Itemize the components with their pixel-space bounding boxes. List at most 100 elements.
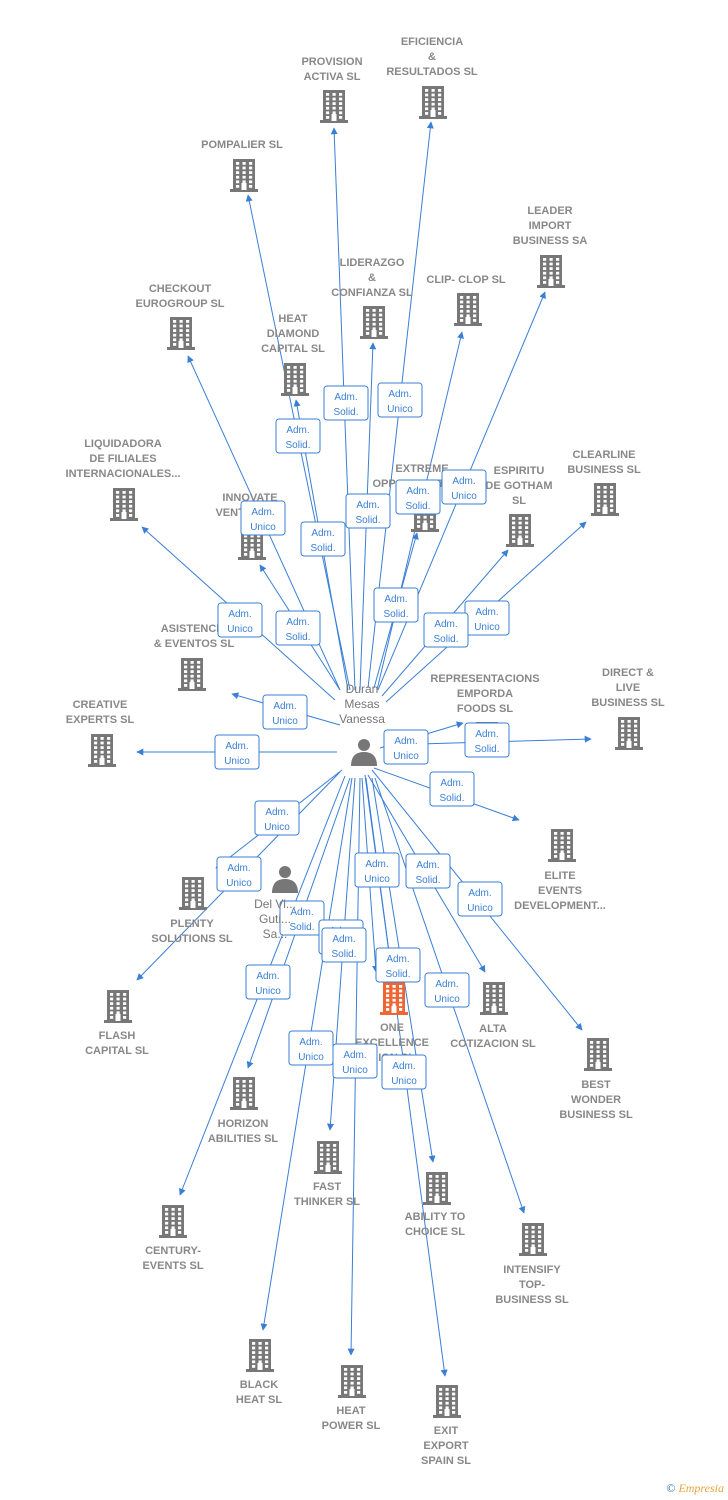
role-badge[interactable]: Adm.Unico: [377, 382, 423, 418]
company-node-clipclop[interactable]: CLIP- CLOP SL: [426, 274, 506, 326]
building-window: [512, 517, 516, 520]
role-badge[interactable]: Adm.Solid.: [275, 418, 321, 454]
role-badge[interactable]: Adm.Unico: [245, 964, 291, 1000]
building-window: [242, 1084, 246, 1088]
role-badge[interactable]: Adm.Unico: [464, 600, 510, 636]
building-window: [525, 1235, 529, 1238]
building-window: [265, 1351, 269, 1354]
building-window: [179, 333, 183, 337]
company-label-line: EVENTS SL: [142, 1260, 203, 1272]
role-badge[interactable]: Adm.Unico: [424, 972, 470, 1008]
building-window: [190, 679, 194, 683]
role-badge[interactable]: Adm.Unico: [262, 694, 308, 730]
building-door: [602, 507, 608, 514]
role-badge[interactable]: Adm. Solid.: [395, 479, 441, 515]
building-window: [197, 661, 201, 664]
building-window: [560, 850, 564, 854]
company-node-asistencia[interactable]: ASISTENCIA& EVENTOS SL: [154, 623, 235, 691]
copyright-credit[interactable]: © Empresia: [666, 1481, 724, 1496]
company-node-pompalier[interactable]: POMPALIER SL: [201, 139, 283, 192]
role-badge-text: Adm.: [406, 486, 429, 497]
role-badge[interactable]: Adm.Solid.: [423, 612, 469, 648]
company-label-line: IMPORT: [529, 220, 572, 232]
secondary-person-node[interactable]: Del Vi...Guti...Sa...: [254, 866, 298, 941]
company-label-line: CONFIANZA SL: [331, 287, 413, 299]
building-door: [559, 853, 565, 860]
role-badge[interactable]: Adm.Unico: [457, 881, 503, 917]
role-badge-text: Unico: [393, 751, 419, 762]
building-window: [326, 1157, 330, 1161]
company-node-liderazgo[interactable]: LIDERAZGO&CONFIANZA SL: [331, 257, 413, 339]
building-window: [366, 309, 370, 312]
role-badge[interactable]: Adm.Unico: [354, 852, 400, 888]
role-badge[interactable]: Adm.Unico: [332, 1043, 378, 1079]
role-badge-box: [405, 853, 451, 889]
company-node-eficiencia[interactable]: EFICIENCIA&RESULTADOS SL: [386, 36, 478, 119]
role-badge-text: Adm.: [386, 954, 409, 965]
company-node-elite[interactable]: ELITEEVENTSDEVELOPMENT...: [514, 829, 606, 912]
role-badge-text: Solid.: [405, 501, 430, 512]
role-badge-box: [395, 479, 441, 515]
role-badge[interactable]: Adm.Solid.: [279, 900, 325, 936]
role-badge[interactable]: Adm.Solid.: [405, 853, 451, 889]
building-base: [246, 1369, 274, 1372]
role-badge-box: [332, 1043, 378, 1079]
company-label-line: CLEARLINE: [573, 449, 636, 461]
building-window: [525, 1230, 529, 1234]
role-badge[interactable]: Adm.Unico: [383, 729, 429, 765]
building-window: [357, 1386, 361, 1390]
building-window: [258, 1355, 262, 1359]
role-badge[interactable]: Adm.Solid.: [321, 927, 367, 963]
role-badge[interactable]: Adm.Solid.: [375, 947, 421, 983]
role-badge[interactable]: Adm.Unico: [254, 800, 300, 836]
role-badge[interactable]: Adm.Unico: [240, 500, 286, 536]
role-badge[interactable]: Adm.Solid.: [323, 385, 369, 421]
role-badge[interactable]: Adm.Solid.: [345, 493, 391, 529]
role-badge[interactable]: Adm.Unico: [441, 469, 487, 505]
role-badge[interactable]: Adm.Solid.: [464, 722, 510, 758]
building-window: [332, 102, 336, 105]
role-badge[interactable]: Adm.Solid.: [373, 587, 419, 623]
role-badge[interactable]: Adm.Unico: [217, 602, 263, 638]
building-window: [423, 515, 427, 519]
building-window: [265, 1346, 269, 1350]
role-badge[interactable]: Adm.Solid.: [275, 610, 321, 646]
role-badge[interactable]: Adm.Solid.: [429, 771, 475, 807]
role-badge-text: Adm.: [273, 701, 296, 712]
role-badge[interactable]: Adm.Unico: [216, 856, 262, 892]
company-node-century[interactable]: CENTURY-EVENTS SL: [142, 1205, 204, 1272]
building-window: [435, 1184, 439, 1187]
role-badge[interactable]: Adm.Unico: [288, 1030, 334, 1066]
building-door: [391, 1006, 397, 1013]
building-window: [567, 832, 571, 835]
building-window: [344, 1381, 348, 1385]
building-base: [88, 764, 116, 767]
role-badge[interactable]: Adm.Unico: [381, 1054, 427, 1090]
building-window: [621, 738, 625, 742]
building-window: [392, 994, 396, 997]
building-window: [603, 486, 607, 489]
role-badge[interactable]: Adm.Solid.: [300, 521, 346, 557]
role-badge[interactable]: Adm.Unico: [214, 734, 260, 770]
